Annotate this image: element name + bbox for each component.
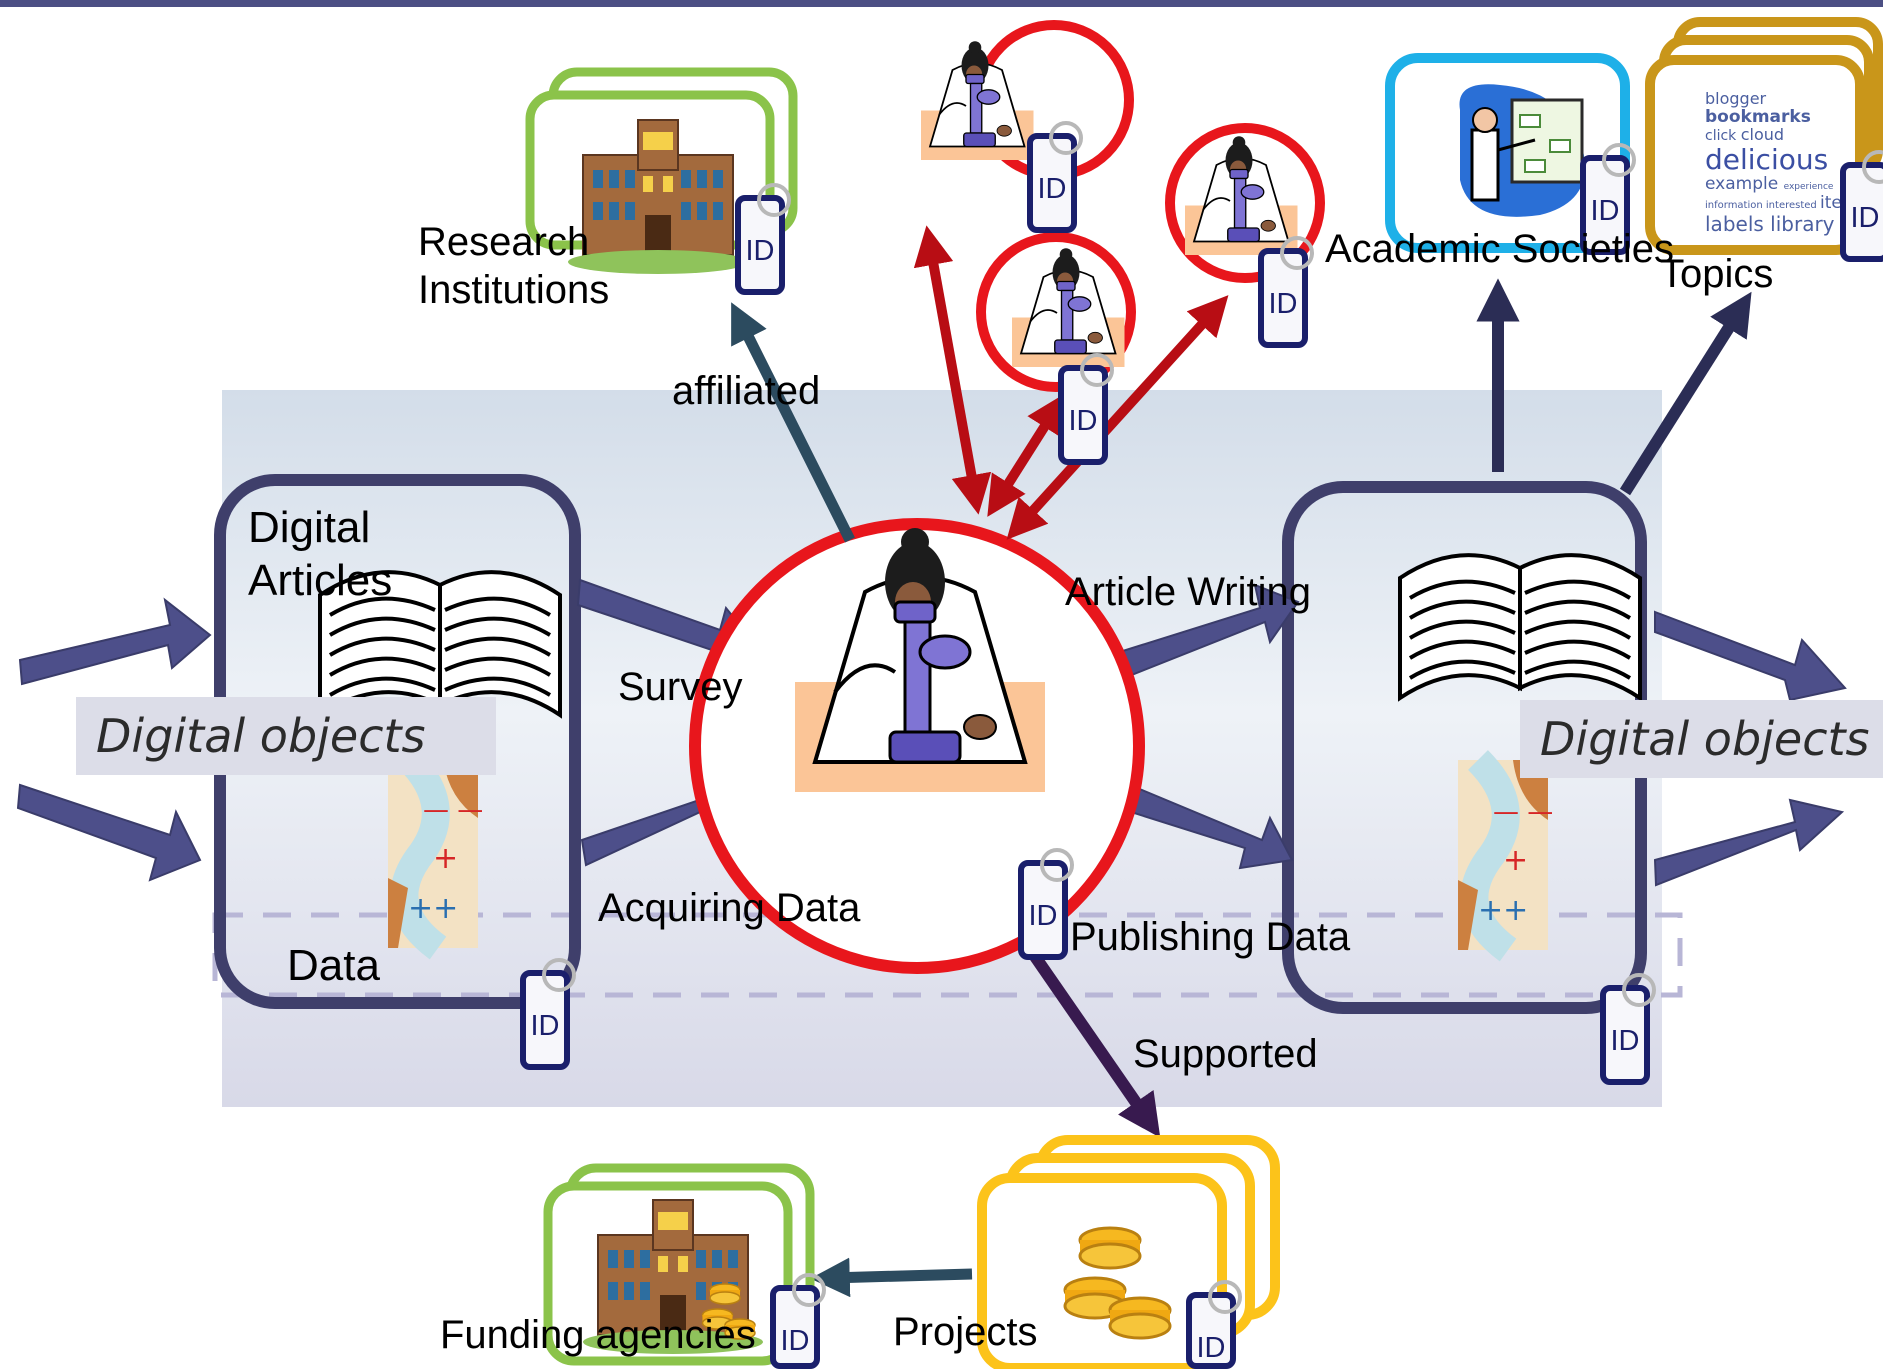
output-arrows [1653, 610, 1847, 887]
tag-word: ite [1819, 193, 1842, 214]
tag-word: library [1770, 211, 1835, 236]
input-arrows [16, 597, 212, 882]
acquiring-data-label: Acquiring Data [598, 886, 861, 930]
article-writing-label: Article Writing [1065, 570, 1311, 614]
funding-arrow [810, 1257, 973, 1298]
academic-societies-label: Academic Societies [1325, 227, 1675, 271]
id-tag: ID [1027, 121, 1083, 233]
id-tag: ID [735, 183, 791, 295]
publishing-data-label: Publishing Data [1070, 915, 1351, 959]
id-tag: ID [1580, 143, 1636, 255]
digital-objects-label-left: Digital objects [76, 697, 496, 775]
affiliated-arrow [731, 302, 855, 543]
supported-arrow [1020, 938, 1161, 1138]
digital-articles-label: Digital Articles [248, 502, 392, 608]
tag-word: example [1705, 174, 1779, 195]
supported-label: Supported [1133, 1032, 1318, 1076]
topics-frame [1645, 55, 1865, 255]
book-icon-right [1398, 553, 1642, 700]
tag-word: blogger [1705, 89, 1767, 108]
research-institutions-label: Research Institutions [418, 218, 609, 314]
label-line: Institutions [418, 268, 610, 312]
id-tag: ID [1840, 150, 1883, 262]
id-tag: ID [1258, 236, 1314, 348]
tag-word: information [1705, 200, 1763, 212]
funding-agencies-label: Funding agencies [440, 1313, 756, 1357]
data-icon-right [1458, 760, 1553, 950]
survey-label: Survey [618, 665, 743, 709]
id-tag: ID [1186, 1280, 1242, 1369]
topics-label: Topics [1660, 252, 1774, 296]
digital-objects-label-right: Digital objects [1520, 700, 1883, 778]
tag-word: labels [1705, 211, 1764, 236]
id-tag: ID [1018, 848, 1074, 960]
projects-label: Projects [893, 1310, 1038, 1354]
tag-word: click [1705, 128, 1737, 145]
data-icon-left [388, 758, 483, 948]
tag-word: experience [1783, 182, 1834, 193]
collaboration-arrows [913, 225, 1229, 540]
id-tag: ID [1058, 353, 1114, 465]
tag-cloud: blogger bookmarks click cloud delicious … [1705, 90, 1865, 235]
label-line: Articles [248, 555, 393, 605]
id-tag: ID [770, 1273, 826, 1369]
label-line: Research [418, 220, 590, 264]
data-label: Data [287, 941, 380, 990]
topics-arrow [1619, 291, 1752, 496]
id-tag: ID [520, 958, 576, 1070]
tag-word: bookmarks [1705, 106, 1811, 127]
tag-word: delicious [1705, 142, 1829, 176]
tag-word: interested [1765, 200, 1817, 212]
affiliated-label: affiliated [672, 369, 821, 413]
id-tag: ID [1600, 973, 1656, 1085]
label-line: Digital [248, 503, 371, 552]
tag-word: cloud [1740, 125, 1785, 145]
presentation-icon [1459, 84, 1585, 217]
